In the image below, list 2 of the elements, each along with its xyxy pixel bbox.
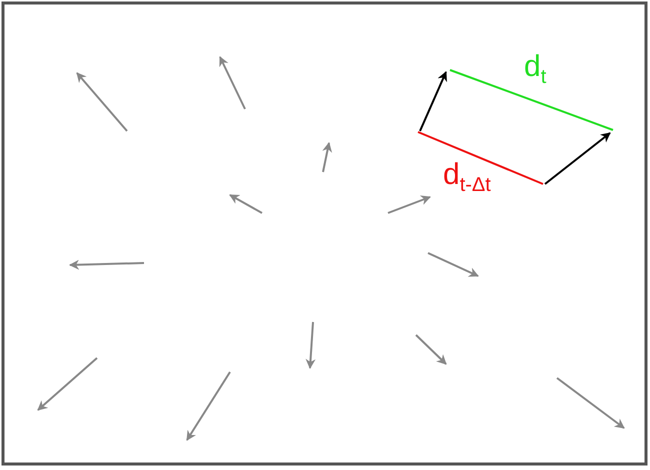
vector-label: d$_{t-Δt}$ bbox=[443, 158, 491, 198]
vector-label: d$_{t}$ bbox=[524, 50, 546, 90]
